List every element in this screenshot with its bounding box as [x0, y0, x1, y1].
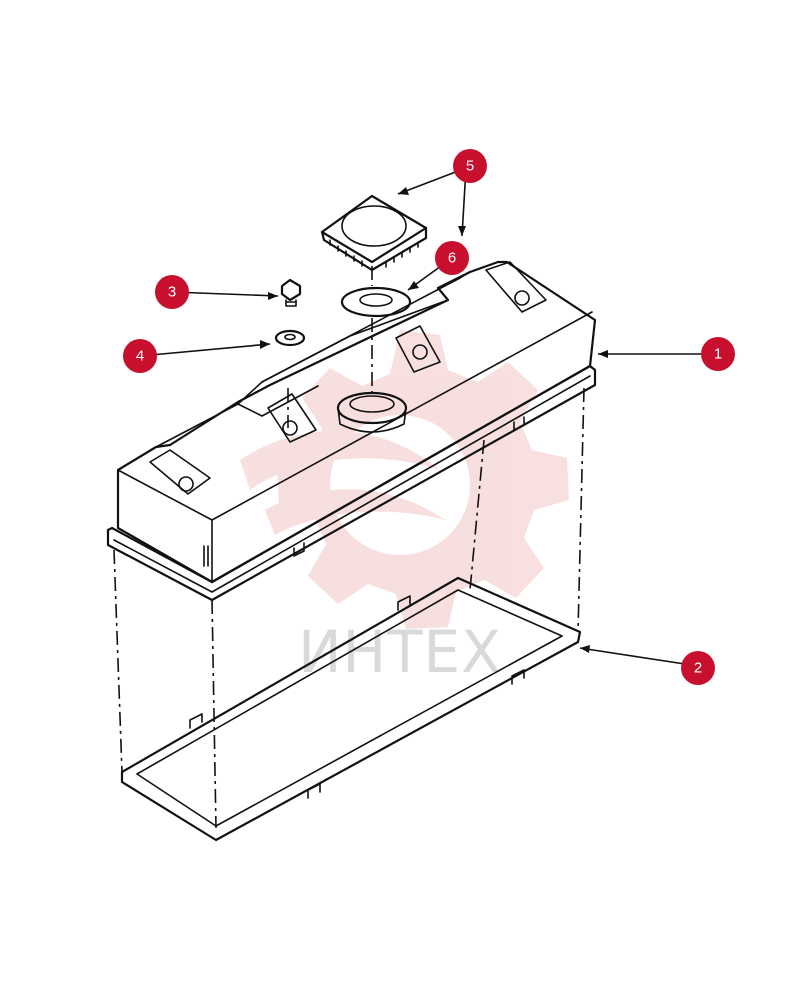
- bolt-washer-part-4: [274, 329, 306, 347]
- callout-3-label: 3: [168, 284, 176, 301]
- watermark-swoosh-2: [265, 489, 445, 535]
- gasket-tab-right: [511, 669, 525, 685]
- callout-2-label: 2: [694, 660, 702, 677]
- filler-cap-part-5: [320, 194, 428, 272]
- gasket-tab-left: [189, 713, 203, 729]
- callout-6-label: 6: [448, 250, 456, 267]
- bolt-part-3: [280, 278, 302, 307]
- leader-lines: [139, 167, 718, 667]
- callout-4-label: 4: [136, 348, 144, 365]
- valve-cover-part-1: [106, 260, 597, 602]
- callout-5: 5: [453, 149, 487, 183]
- gasket-tab-bottom: [307, 783, 321, 799]
- callout-4: 4: [123, 339, 157, 373]
- gasket-tab-top: [397, 595, 411, 611]
- callout-6: 6: [435, 241, 469, 275]
- gasket-outer: [120, 576, 582, 842]
- callout-1: 1: [701, 337, 735, 371]
- washer-part-6: [340, 286, 412, 318]
- cover-flange: [106, 364, 597, 602]
- pad-left: [149, 449, 211, 495]
- callout-5-label: 5: [466, 158, 474, 175]
- pad-right: [485, 261, 547, 313]
- pad-mid-right: [395, 325, 441, 373]
- gasket-part-2: [120, 576, 582, 842]
- callout-1-label: 1: [714, 346, 722, 363]
- gasket-inner: [136, 589, 563, 827]
- watermark-swoosh: [240, 431, 440, 490]
- callout-2: 2: [681, 651, 715, 685]
- callout-3: 3: [155, 275, 189, 309]
- pad-mid-left: [267, 393, 317, 443]
